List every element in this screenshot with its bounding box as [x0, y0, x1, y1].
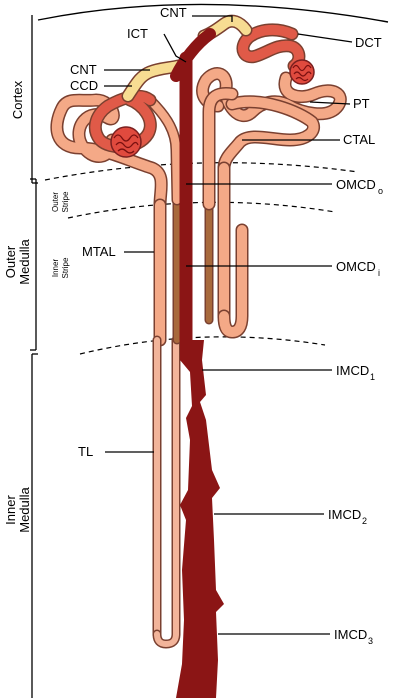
mtal-label: MTAL — [82, 244, 116, 259]
inner-medullary-collecting-duct — [176, 340, 224, 698]
left-glomerulus — [110, 126, 142, 158]
ccd-label: CCD — [70, 78, 98, 93]
inner-stripe-label: Inner Stripe — [51, 257, 70, 278]
cortex-zone-label: Cortex — [10, 80, 25, 119]
imcd2-text: IMCD — [328, 507, 361, 522]
leader-lines — [104, 15, 353, 635]
omcd-o-label: OMCD o — [336, 177, 383, 196]
dct-label: DCT — [355, 35, 382, 50]
left-thin-ascending-limb — [152, 335, 181, 649]
omcd-i-label: OMCD i — [336, 259, 380, 278]
left-descending-limb — [152, 198, 167, 639]
inner-stripe-line2: Stripe — [61, 257, 70, 278]
pt-label: PT — [353, 96, 370, 111]
left-distal-convoluted-tubule — [88, 89, 157, 154]
outer-stripe-label: Outer Stripe — [51, 191, 70, 212]
omcd-o-subscript: o — [378, 186, 383, 196]
ctal-label: CTAL — [343, 132, 375, 147]
tl-label: TL — [78, 444, 93, 459]
outer-stripe-line1: Outer — [51, 192, 60, 212]
right-thick-ascending-limb — [202, 87, 239, 325]
right-distal-convoluted-tubule — [236, 23, 306, 73]
ict-label: ICT — [127, 26, 148, 41]
right-loop-bend — [217, 223, 249, 339]
short-loop-nephron — [196, 14, 347, 339]
cnt-left-label: CNT — [70, 62, 97, 77]
medulla-boundary-line — [79, 336, 326, 355]
left-thick-ascending-limb — [144, 94, 183, 345]
imcd2-subscript: 2 — [362, 516, 367, 526]
inner-medulla-line1: Inner — [3, 495, 18, 525]
imcd3-text: IMCD — [334, 627, 367, 642]
capsule-arc — [37, 3, 389, 23]
right-glomerulus — [289, 59, 315, 85]
outer-medulla-zone-label: Outer Medulla — [3, 238, 32, 284]
imcd1-label: IMCD 1 — [336, 363, 375, 382]
inner-medulla-zone-label: Inner Medulla — [3, 486, 32, 532]
imcd3-subscript: 3 — [368, 636, 373, 646]
imcd1-text: IMCD — [336, 363, 369, 378]
cnt-top-label: CNT — [160, 5, 187, 20]
inner-stripe-line1: Inner — [51, 259, 60, 278]
long-loop-nephron — [50, 59, 185, 649]
stripe-boundary-line — [67, 201, 336, 219]
collecting-duct — [170, 28, 224, 698]
imcd3-label: IMCD 3 — [334, 627, 373, 646]
cortex-boundary-line — [44, 162, 359, 181]
imcd1-subscript: 1 — [370, 372, 375, 382]
inner-medulla-line2: Medulla — [17, 486, 32, 532]
omcd-o-text: OMCD — [336, 177, 376, 192]
outer-stripe-line2: Stripe — [61, 191, 70, 212]
omcd-i-text: OMCD — [336, 259, 376, 274]
outer-medulla-line2: Medulla — [17, 238, 32, 284]
zone-bracket — [30, 15, 38, 698]
left-proximal-convoluted-tubule — [50, 93, 168, 212]
omcd-i-subscript: i — [378, 268, 380, 278]
outer-medulla-line1: Outer — [3, 245, 18, 278]
initial-collecting-tubule — [170, 28, 216, 82]
left-connecting-tubule — [121, 59, 185, 103]
imcd2-label: IMCD 2 — [328, 507, 367, 526]
